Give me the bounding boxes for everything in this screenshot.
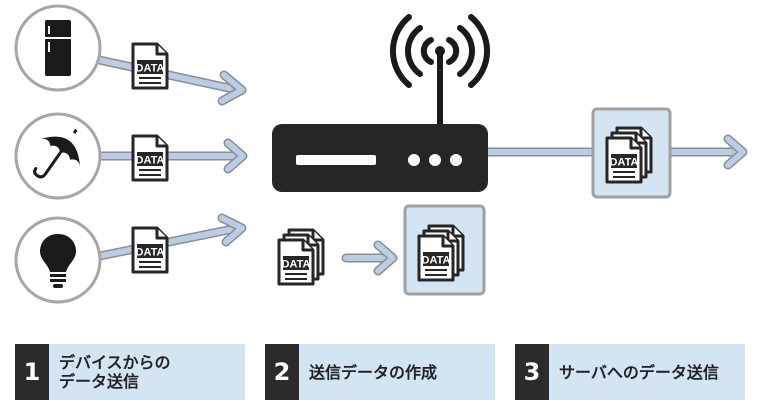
lightbulb-icon [40,234,76,288]
data-label: DATA [610,157,639,169]
wifi-signal-icon [390,14,490,88]
step-number: 3 [515,344,549,400]
data-document-icon: DATA [131,42,169,90]
data-document-icon: DATA [419,226,463,280]
step-label: サーバへのデータ送信 [559,362,719,382]
server-bound-data-box: DATA [591,107,672,199]
refrigerator-icon [45,20,71,76]
router-icon [272,124,488,192]
step-label: 送信データの作成 [309,362,438,382]
step-label: デバイスからの データ送信 [59,353,171,391]
step-number: 1 [15,344,49,400]
step-1-device-transmission: 1 デバイスからの データ送信 [15,344,245,400]
antenna-tip [435,46,445,56]
data-document-icon: DATA [607,128,651,182]
step-2-create-data: 2 送信データの作成 [265,344,495,400]
device-refrigerator [14,4,102,92]
step-number: 2 [265,344,299,400]
data-label: DATA [422,255,451,267]
data-document-icon: DATA [131,134,169,182]
device-umbrella [14,112,102,200]
step-3-server-transmission: 3 サーバへのデータ送信 [515,344,745,400]
data-label: DATA [136,63,165,75]
data-label: DATA [282,259,311,271]
arrow-create-data [341,240,398,276]
umbrella-icon [33,128,80,179]
data-label: DATA [136,155,165,167]
data-document-stack: DATA [279,230,323,284]
data-document-icon: DATA [131,226,169,274]
data-label: DATA [136,247,165,259]
device-lightbulb [14,216,102,304]
created-data-box: DATA [403,204,486,296]
